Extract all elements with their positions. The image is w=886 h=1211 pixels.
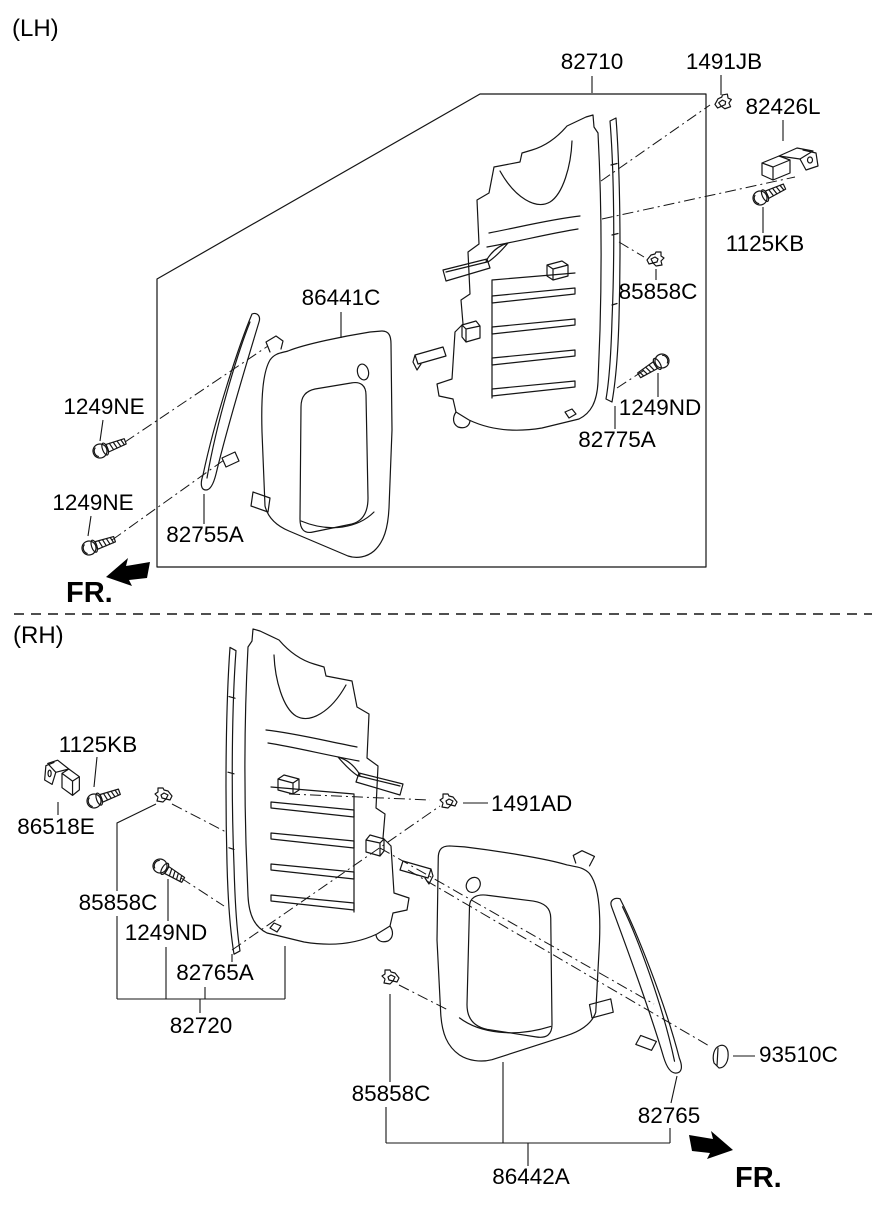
rh-screw-1249ND <box>149 855 188 887</box>
part-label-86442A: 86442A <box>492 1164 570 1189</box>
part-label-82720: 82720 <box>170 1013 233 1038</box>
part-label-82755A: 82755A <box>166 522 244 547</box>
part-label-85858C-rh-lower: 85858C <box>352 1081 431 1106</box>
lh-assembly-box <box>157 94 706 567</box>
part-label-1491JB: 1491JB <box>686 49 762 74</box>
part-label-82426L: 82426L <box>745 94 820 119</box>
rh-section-label: (RH) <box>13 622 64 649</box>
rh-bracket-86518E <box>43 759 81 797</box>
lh-clip-1491JB <box>712 92 734 111</box>
rh-rear-strip-82765A <box>225 646 241 955</box>
lh-front-direction-arrow-icon <box>106 558 150 586</box>
lh-assembly-guide-lines <box>112 105 795 540</box>
lh-bracket-82426L <box>761 147 819 181</box>
rh-clip-85858C-lower <box>381 969 400 985</box>
lh-screw-1249NE-1 <box>90 434 129 461</box>
lh-door-trim-panel-82710 <box>412 114 602 431</box>
part-label-1491AD: 1491AD <box>491 791 572 816</box>
part-label-82765: 82765 <box>638 1103 701 1128</box>
part-label-93510C: 93510C <box>759 1042 838 1067</box>
rh-assembly-guide-lines <box>172 794 711 1047</box>
lh-section-label: (LH) <box>12 15 59 42</box>
lh-front-strip-82755A <box>200 312 261 491</box>
rh-front-direction-arrow-icon <box>689 1131 733 1159</box>
lh-section: (LH) 82710 1491JB 82426L 1125KB 85858C 1… <box>12 15 821 609</box>
part-label-1249ND-rh: 1249ND <box>125 920 208 945</box>
rh-door-trim-panel-82720 <box>244 628 434 945</box>
lh-screw-1249NE-2 <box>79 531 118 558</box>
part-label-86518E: 86518E <box>17 814 95 839</box>
rh-section: (RH) 1125KB 86518E 85858C 1249ND 82765A … <box>13 622 838 1194</box>
part-label-1249NE-2: 1249NE <box>52 490 133 515</box>
rh-screw-1125KB <box>84 784 123 811</box>
part-label-82765A: 82765A <box>176 960 254 985</box>
part-label-86441C: 86441C <box>302 285 381 310</box>
part-label-1249ND-lh: 1249ND <box>619 395 702 420</box>
lh-label-leader-lines <box>88 75 783 536</box>
part-label-82710: 82710 <box>561 49 624 74</box>
part-label-85858C-rh-upper: 85858C <box>79 890 158 915</box>
part-label-1125KB-lh: 1125KB <box>726 231 804 256</box>
rh-front-label: FR. <box>735 1162 782 1194</box>
lh-screw-1249ND <box>634 350 673 382</box>
part-label-1249NE-1: 1249NE <box>63 394 144 419</box>
rh-cap-93510C <box>713 1045 728 1068</box>
lh-quarter-trim-panel-86441C <box>250 330 393 558</box>
lh-rear-strip-82775A <box>605 117 621 403</box>
part-label-85858C-lh: 85858C <box>619 279 698 304</box>
lh-screw-1125KB <box>750 179 789 208</box>
rh-quarter-trim-panel-86442A <box>436 845 614 1062</box>
part-label-1125KB-rh: 1125KB <box>59 732 137 757</box>
lh-front-label: FR. <box>66 577 113 609</box>
lh-clip-85858C <box>646 251 665 267</box>
part-label-82775A: 82775A <box>578 427 656 452</box>
rh-label-leader-lines <box>58 757 755 1166</box>
rh-clip-85858C-upper <box>154 787 173 803</box>
rh-clip-1491AD <box>439 793 458 809</box>
